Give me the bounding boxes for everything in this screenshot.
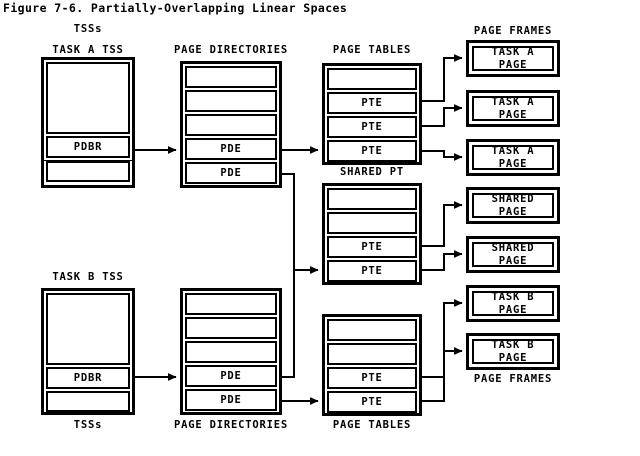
pde-cell-used[interactable]: PDE [185, 162, 277, 184]
task-b-tss-box: PDBR [41, 288, 135, 415]
page-frame-line1: TASK A [491, 46, 535, 59]
page-frame-box[interactable]: SHARED PAGE [466, 236, 560, 273]
page-frame-inner: TASK A PAGE [472, 96, 554, 121]
pte-cell[interactable] [327, 188, 417, 210]
pte-cell[interactable]: PTE [327, 367, 417, 389]
label-tss-top: TSSs [73, 23, 103, 35]
tss-cell-pdbr[interactable]: PDBR [46, 367, 130, 389]
label-shared-pt: SHARED PT [339, 166, 405, 178]
page-table-b-box: PTE PTE [322, 314, 422, 416]
page-frame-line2: PAGE [498, 254, 528, 267]
page-frame-line1: TASK B [491, 339, 535, 352]
page-frame-inner: TASK A PAGE [472, 145, 554, 170]
page-frame-line1: TASK B [491, 291, 535, 304]
pde-cell[interactable] [185, 293, 277, 315]
pte-cell[interactable] [327, 212, 417, 234]
pde-cell-used[interactable]: PDE [185, 389, 277, 411]
tss-cell[interactable] [46, 62, 130, 134]
figure-title: Figure 7-6. Partially-Overlapping Linear… [3, 1, 348, 15]
page-frame-box[interactable]: TASK B PAGE [466, 285, 560, 322]
label-page-directories-bottom: PAGE DIRECTORIES [174, 419, 288, 431]
page-frame-line2: PAGE [498, 157, 528, 170]
page-frame-inner: TASK A PAGE [472, 46, 554, 71]
tss-cell[interactable] [46, 391, 130, 412]
page-frame-line2: PAGE [498, 351, 528, 364]
page-frame-line2: PAGE [498, 205, 528, 218]
pte-cell[interactable]: PTE [327, 236, 417, 258]
pte-cell[interactable] [327, 319, 417, 341]
pde-cell[interactable] [185, 66, 277, 88]
pte-cell[interactable] [327, 343, 417, 365]
page-frame-box[interactable]: TASK A PAGE [466, 40, 560, 77]
page-table-a-box: PTE PTE PTE [322, 63, 422, 165]
pte-cell[interactable]: PTE [327, 116, 417, 138]
page-directory-b-box: PDE PDE [180, 288, 282, 415]
pde-cell[interactable] [185, 90, 277, 112]
pde-cell[interactable] [185, 341, 277, 363]
page-frame-line1: TASK A [491, 145, 535, 158]
tss-cell-pdbr[interactable]: PDBR [46, 136, 130, 158]
pde-cell[interactable] [185, 114, 277, 136]
task-a-tss-box-tail [41, 161, 135, 188]
page-frame-inner: SHARED PAGE [472, 193, 554, 218]
page-frame-box[interactable]: TASK B PAGE [466, 333, 560, 370]
tss-cell[interactable] [46, 293, 130, 365]
page-frame-inner: TASK B PAGE [472, 339, 554, 364]
label-page-frames-top: PAGE FRAMES [473, 25, 553, 37]
page-frame-box[interactable]: TASK A PAGE [466, 90, 560, 127]
pte-cell[interactable]: PTE [327, 92, 417, 114]
pde-cell[interactable] [185, 317, 277, 339]
shared-page-table-box: PTE PTE [322, 183, 422, 285]
pde-cell-used[interactable]: PDE [185, 138, 277, 160]
label-task-a-tss: TASK A TSS [52, 44, 124, 56]
page-frame-line2: PAGE [498, 303, 528, 316]
pte-cell[interactable]: PTE [327, 391, 417, 413]
pte-cell[interactable] [327, 68, 417, 90]
tss-cell[interactable] [46, 161, 130, 182]
page-frame-line1: SHARED [491, 242, 535, 255]
page-frame-box[interactable]: TASK A PAGE [466, 139, 560, 176]
label-page-tables-bottom: PAGE TABLES [332, 419, 412, 431]
label-page-tables-top: PAGE TABLES [332, 44, 412, 56]
pte-cell[interactable]: PTE [327, 260, 417, 282]
page-frame-inner: TASK B PAGE [472, 291, 554, 316]
page-frame-line2: PAGE [498, 108, 528, 121]
label-tss-bottom: TSSs [73, 419, 103, 431]
task-a-tss-box: PDBR [41, 57, 135, 163]
page-frame-line1: TASK A [491, 96, 535, 109]
page-frame-inner: SHARED PAGE [472, 242, 554, 267]
pde-cell-used[interactable]: PDE [185, 365, 277, 387]
page-frame-line2: PAGE [498, 58, 528, 71]
page-directory-a-box: PDE PDE [180, 61, 282, 188]
page-frame-line1: SHARED [491, 193, 535, 206]
page-frame-box[interactable]: SHARED PAGE [466, 187, 560, 224]
label-page-directories-top: PAGE DIRECTORIES [174, 44, 288, 56]
pte-cell[interactable]: PTE [327, 140, 417, 162]
label-page-frames-bottom: PAGE FRAMES [473, 373, 553, 385]
label-task-b-tss: TASK B TSS [52, 271, 124, 283]
